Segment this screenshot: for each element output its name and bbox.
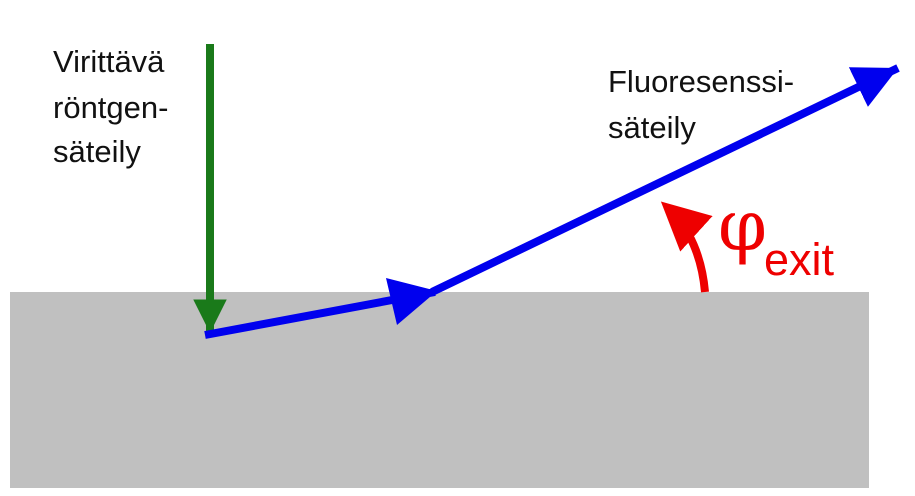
fluorescence-ray-arrow (430, 64, 900, 296)
sample-block (10, 292, 869, 488)
incident-label: Virittävä röntgen- säteily (53, 44, 177, 169)
fluorescence-label-line-1: Fluoresenssi- (608, 64, 794, 99)
phi-symbol: φ (718, 185, 767, 267)
fluorescence-label: Fluoresenssi- säteily (608, 64, 803, 145)
incident-label-line-3: säteily (53, 134, 141, 169)
incident-label-line-1: Virittävä (53, 44, 165, 79)
fluorescence-label-line-2: säteily (608, 110, 696, 145)
exit-angle-arc (660, 201, 713, 293)
exit-subscript: exit (764, 234, 835, 285)
incident-label-line-2: röntgen- (53, 90, 168, 125)
exit-angle-label: φ exit (718, 185, 835, 285)
internal-path-arrowhead (386, 278, 437, 325)
